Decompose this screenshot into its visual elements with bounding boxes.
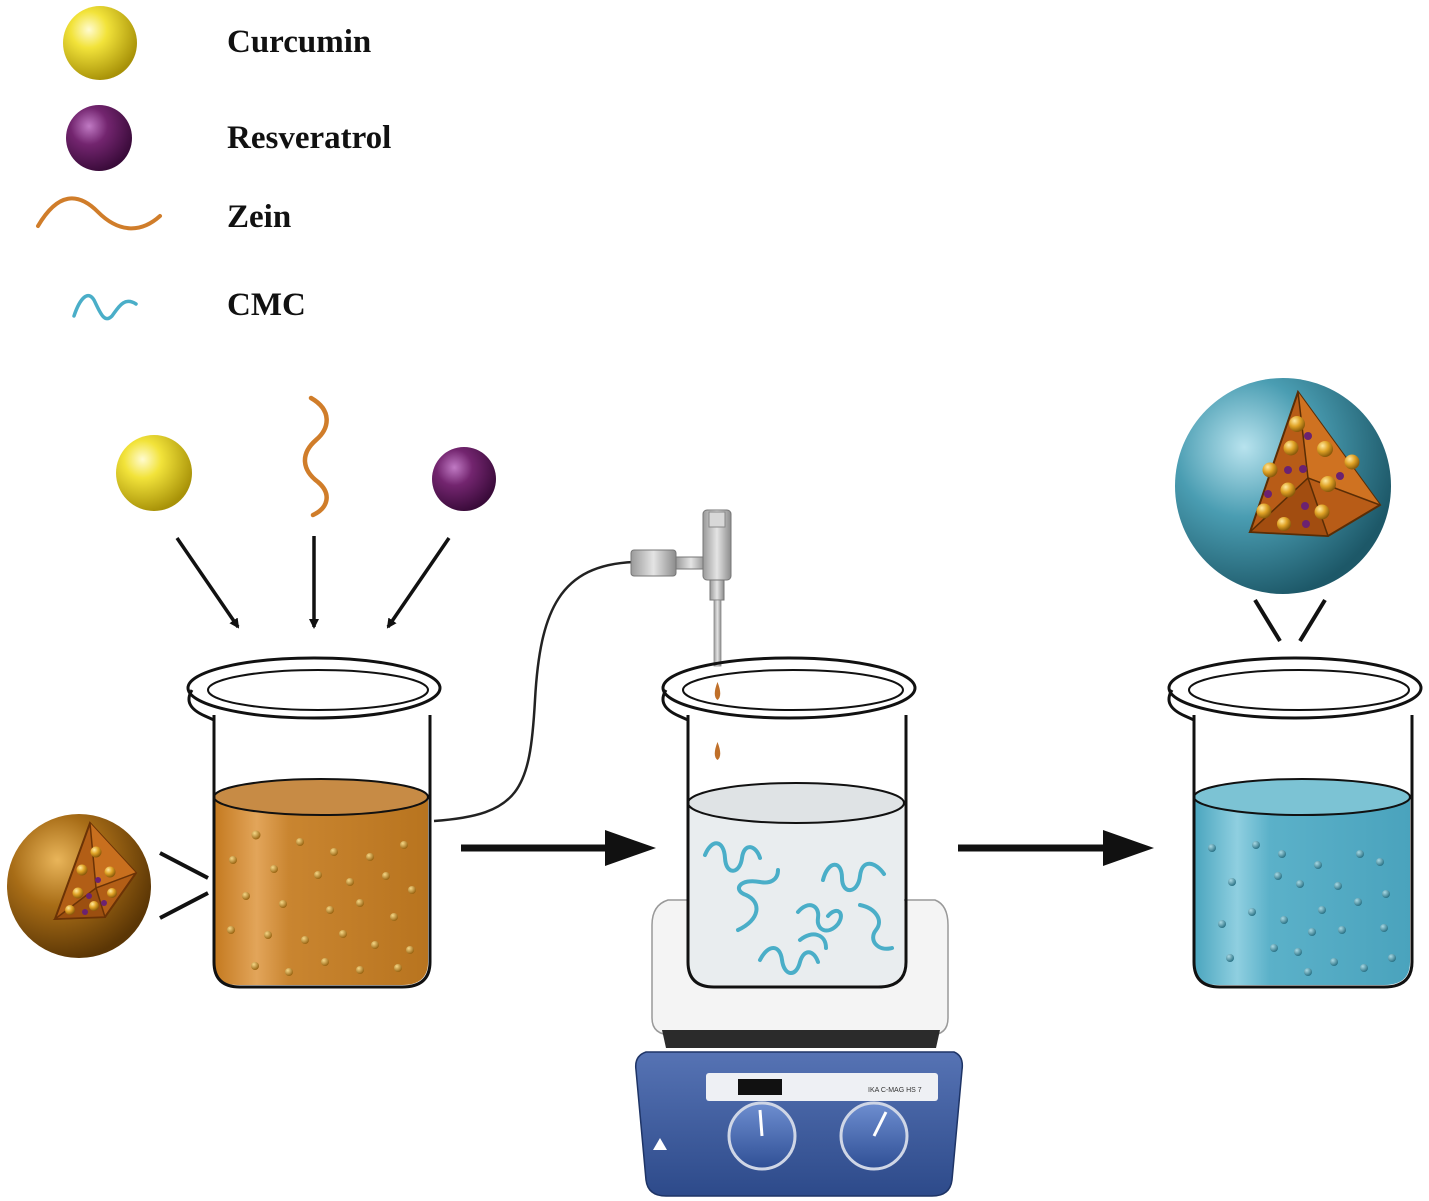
cmc-strands — [703, 841, 894, 975]
legend-label-zein: Zein — [227, 199, 291, 235]
process-arrows — [461, 830, 1154, 866]
arrow-icon — [958, 830, 1154, 866]
beaker-rim-inner — [1188, 669, 1410, 711]
legend: Curcumin Resveratrol Zein CMC — [36, 6, 391, 323]
legend-label-cmc: CMC — [227, 287, 306, 323]
zein-solution-liquid — [214, 795, 428, 985]
coated-nanoparticle-dots — [1208, 841, 1396, 976]
stirrer-display — [738, 1079, 782, 1095]
zoom-line — [159, 891, 209, 920]
zoom-line — [159, 851, 209, 880]
beaker-zein-solution — [186, 656, 442, 989]
final-solution-surface — [1193, 778, 1411, 816]
beaker-rim-inner — [682, 669, 904, 711]
legend-item-resveratrol: Resveratrol — [66, 105, 391, 171]
cmc-solution-surface — [687, 782, 905, 824]
legend-item-zein: Zein — [36, 196, 291, 235]
arrow-icon — [461, 830, 656, 866]
warning-triangle-icon — [653, 1138, 667, 1150]
resveratrol-sphere-icon — [66, 105, 132, 171]
legend-item-curcumin: Curcumin — [63, 6, 371, 80]
beaker-rim — [661, 656, 917, 720]
stirrer-brand-label: IKA C-MAG HS 7 — [868, 1087, 922, 1094]
beaker-final-nanoparticles — [1167, 656, 1423, 989]
curcumin-input-sphere — [116, 435, 192, 511]
cmc-solution-liquid — [688, 802, 904, 985]
zoom-line — [1298, 598, 1327, 643]
beaker-rim — [1167, 656, 1423, 720]
zein-solution-surface — [213, 778, 429, 816]
arrow-icon — [386, 537, 451, 629]
zoom-line — [1253, 598, 1282, 643]
beaker-spout — [187, 689, 215, 722]
beaker-cmc-solution — [661, 656, 917, 989]
zein-core-nanoparticle-zoom — [7, 814, 209, 958]
zein-nanoparticle-dots — [227, 830, 416, 976]
final-solution-liquid — [1194, 795, 1410, 985]
arrow-icon — [175, 537, 240, 629]
legend-item-cmc: CMC — [72, 287, 306, 323]
falling-droplet — [714, 742, 721, 760]
input-ingredients — [116, 395, 496, 629]
beaker-rim-inner — [207, 669, 429, 711]
beaker-glass-outline — [212, 715, 432, 989]
legend-label-resveratrol: Resveratrol — [227, 120, 391, 156]
beaker-glass-outline — [1192, 715, 1414, 989]
legend-label-curcumin: Curcumin — [227, 24, 371, 60]
beaker-spout — [661, 689, 689, 722]
coated-nanoparticle-zoom — [1175, 378, 1391, 643]
resveratrol-input-sphere — [432, 447, 496, 511]
falling-droplet — [714, 682, 721, 700]
syringe-pump-icon — [630, 509, 732, 760]
beaker-spout — [1167, 689, 1195, 722]
curcumin-sphere-icon — [63, 6, 137, 80]
beaker-glass-outline — [686, 715, 908, 989]
zein-wave-icon — [36, 196, 162, 231]
cmc-wave-icon — [72, 294, 138, 321]
transfer-tubing — [433, 560, 635, 823]
zein-input-strand — [302, 395, 329, 518]
